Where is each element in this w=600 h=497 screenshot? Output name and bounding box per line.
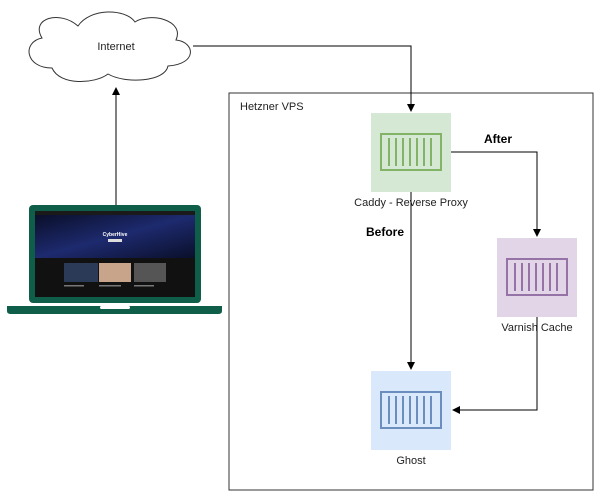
- internet-label: Internet: [97, 41, 134, 53]
- internet-cloud: Internet: [28, 11, 191, 83]
- container-icon: [506, 258, 568, 296]
- caddy-node: Caddy - Reverse Proxy: [354, 113, 468, 209]
- ghost-node: Ghost: [371, 371, 451, 467]
- vps-label: Hetzner VPS: [240, 101, 304, 113]
- cloud-shape: [28, 11, 191, 83]
- edge-caddy-to-varnish: [451, 151, 541, 237]
- edge-internet-to-caddy: [193, 45, 415, 112]
- edge-varnish-to-ghost: [452, 317, 538, 414]
- container-icon: [380, 391, 442, 429]
- container-icon: [380, 133, 442, 171]
- edges: [112, 45, 541, 414]
- laptop-icon: CyberHive: [7, 205, 222, 314]
- after-label: After: [484, 132, 512, 146]
- screen-title: CyberHive: [103, 232, 128, 238]
- before-label: Before: [366, 225, 404, 239]
- ghost-label: Ghost: [396, 455, 425, 467]
